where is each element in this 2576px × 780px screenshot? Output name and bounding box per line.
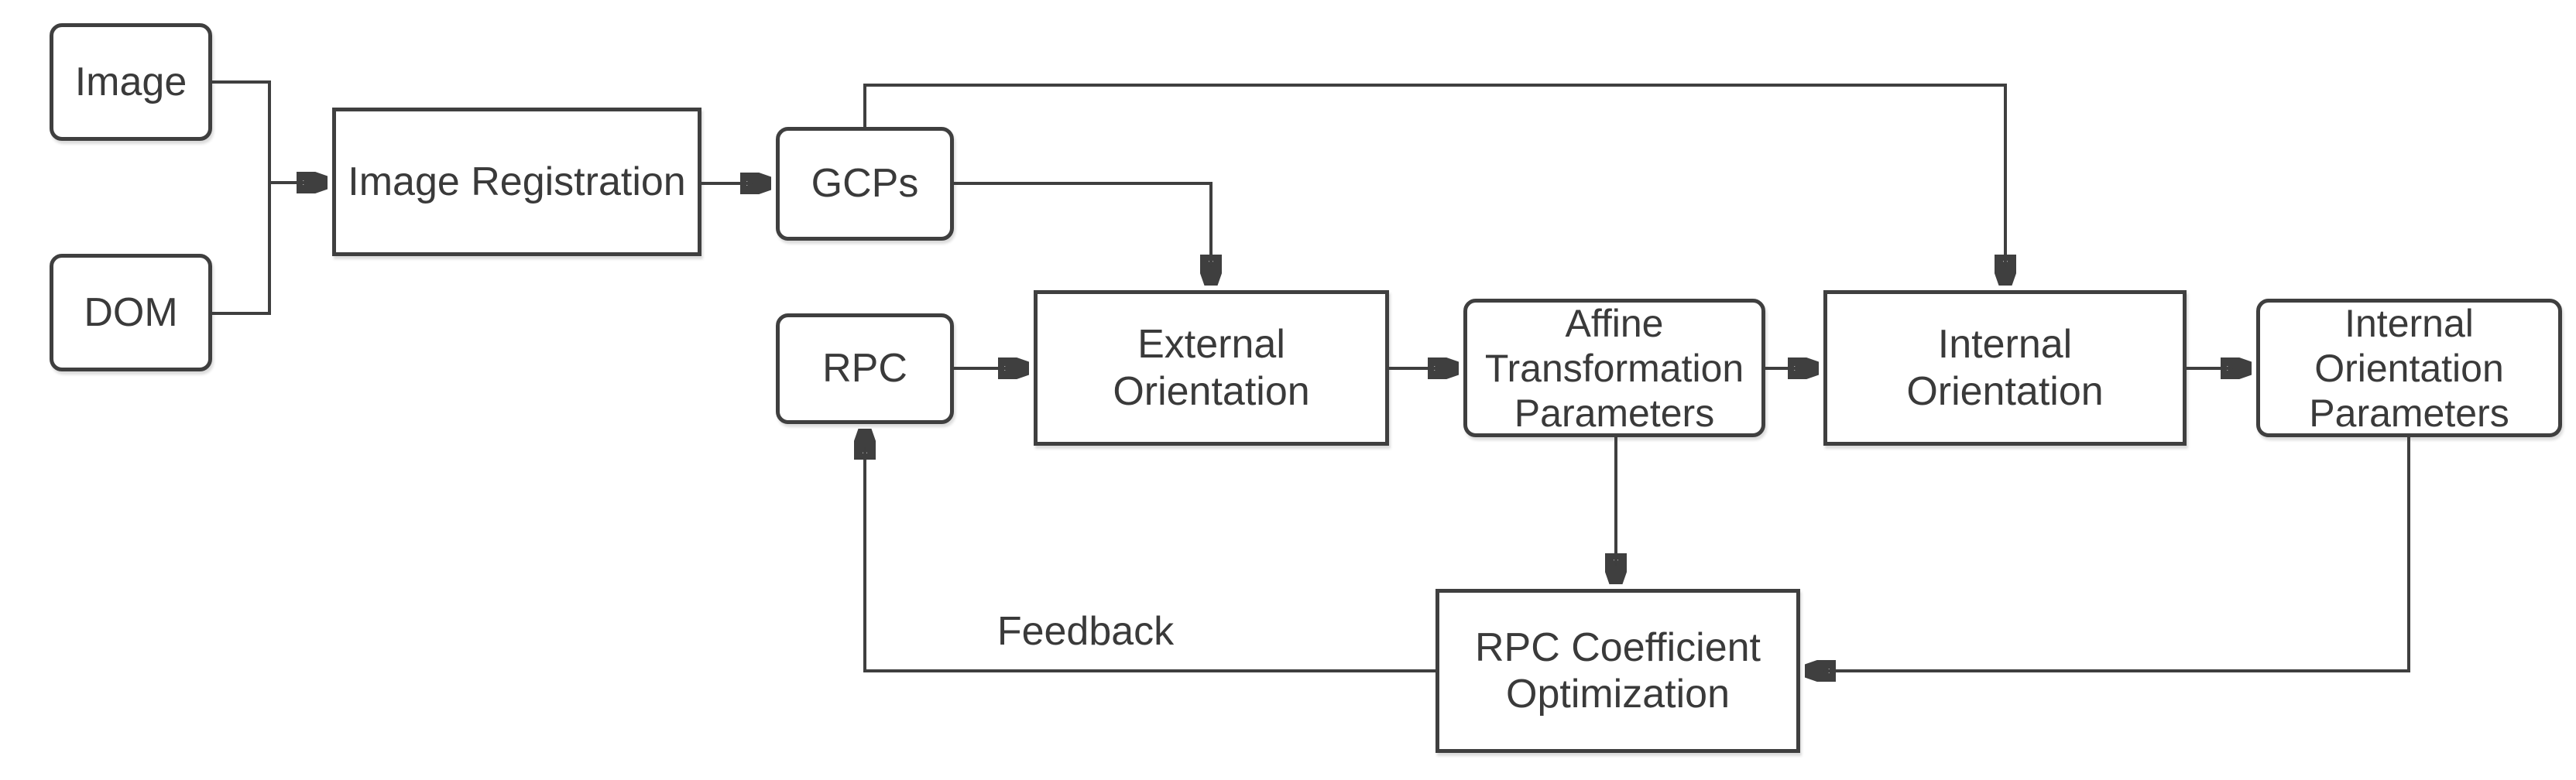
connector-gcps-to-internal-orientation [863,84,2005,282]
connector-feedback-to-rpc [865,432,1435,672]
connector-gcps-to-external-orientation [954,182,1211,282]
node-image-registration: Image Registration [332,108,701,256]
node-dom: DOM [50,254,212,371]
connector-image-dom-rail [212,80,271,315]
node-external-orientation-label: External Orientation [1113,322,1310,414]
node-internal-orientation-parameters: Internal Orientation Parameters [2256,299,2562,437]
node-affine-transformation-parameters: Affine Transformation Parameters [1463,299,1765,437]
node-affine-transformation-parameters-label: Affine Transformation Parameters [1484,301,1744,435]
node-dom-label: DOM [84,289,178,335]
node-external-orientation: External Orientation [1034,290,1389,446]
edge-label-feedback: Feedback [996,609,1175,654]
node-rpc-label: RPC [822,346,907,392]
node-rpc-coefficient-optimization: RPC Coefficient Optimization [1435,589,1800,753]
node-internal-orientation: Internal Orientation [1823,290,2187,446]
node-internal-orientation-label: Internal Orientation [1906,322,2104,414]
node-rpc: RPC [776,313,954,424]
node-gcps: GCPs [776,127,954,241]
node-gcps-label: GCPs [811,161,919,207]
node-image-label: Image [74,59,187,104]
connector-parameters-to-rpc-optimization [1808,437,2410,671]
node-image: Image [50,23,212,141]
node-internal-orientation-parameters-label: Internal Orientation Parameters [2309,301,2509,435]
node-image-registration-label: Image Registration [348,159,686,204]
node-rpc-coefficient-optimization-label: RPC Coefficient Optimization [1475,624,1761,717]
